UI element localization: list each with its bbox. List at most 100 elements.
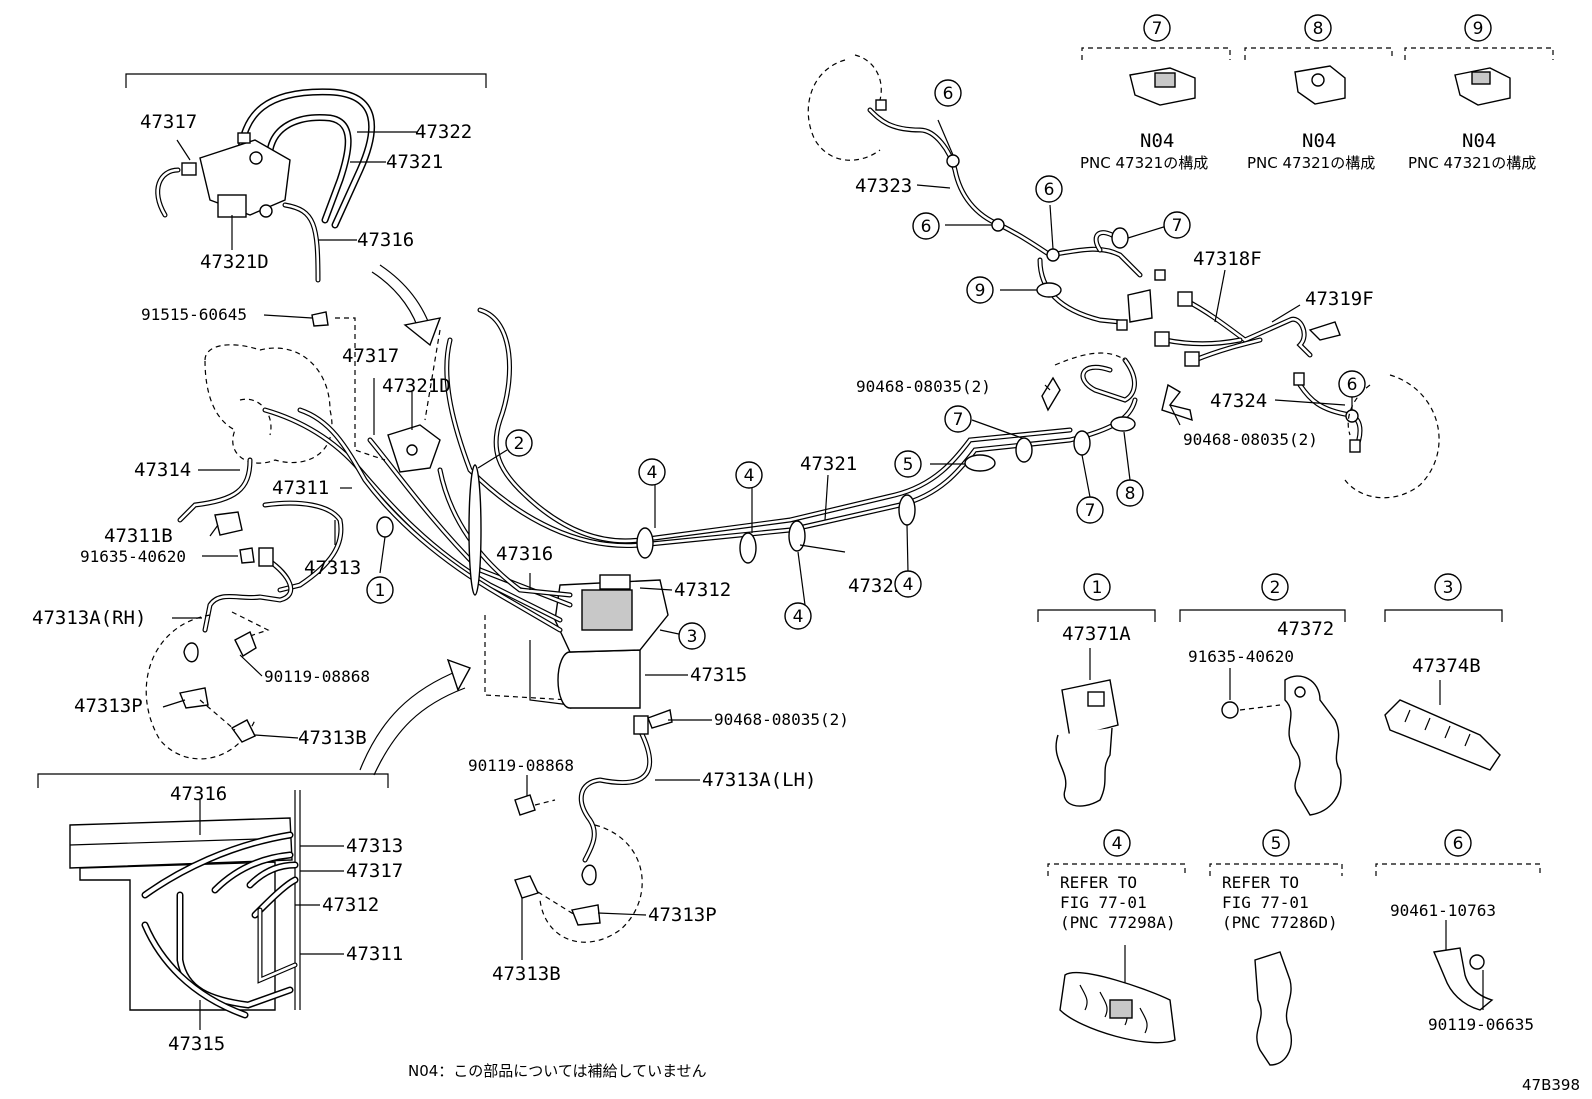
label-47321-top: 47321 [386, 151, 443, 173]
svg-text:4: 4 [903, 575, 914, 595]
callout-6a: 6 [934, 79, 962, 107]
label-47313B-low: 47313B [492, 963, 561, 985]
callout-3: 3 [678, 622, 706, 650]
svg-text:4: 4 [647, 463, 658, 483]
label-47317-mid: 47317 [342, 345, 399, 367]
svg-text:4: 4 [744, 466, 755, 486]
callout-7a: 7 [1163, 211, 1191, 239]
svg-text:8: 8 [1125, 484, 1136, 504]
svg-text:7: 7 [1172, 216, 1183, 236]
top-left-inset: 47317 47322 47321 47316 47321D [125, 73, 487, 283]
label-47313A-RH: 47313A(RH) [32, 607, 146, 629]
label-90119-06635: 90119-06635 [1428, 1015, 1534, 1034]
callouts-main: 1 2 3 4 4 4 4 5 6 6 6 6 7 7 7 8 9 [366, 79, 1366, 650]
label-90468-08035-mid: 90468-08035(2) [714, 710, 849, 729]
label-47315-inset: 47315 [168, 1033, 225, 1055]
kit-4: 4 REFER TO FIG 77-01 (PNC 77298A) [1047, 829, 1186, 1044]
footer-note: N04：この部品については補給していません [408, 1062, 707, 1080]
main-labels: 91515-60645 47317 47321D 47314 47311 473… [32, 175, 1374, 985]
callout-4b: 4 [735, 461, 763, 489]
label-47313P-left: 47313P [74, 695, 143, 717]
kit-3: 3 47374B [1384, 573, 1503, 771]
label-47322-top: 47322 [415, 121, 472, 143]
label-90461-10763: 90461-10763 [1390, 901, 1496, 920]
callout-6d: 6 [1338, 370, 1366, 398]
svg-text:9: 9 [1473, 19, 1484, 39]
label-47371A: 47371A [1062, 623, 1131, 645]
label-47316-mid: 47316 [496, 543, 553, 565]
label-47313P-low: 47313P [648, 904, 717, 926]
callout-7b: 7 [944, 405, 972, 433]
callout-4a: 4 [638, 458, 666, 486]
inset-arrow-top [371, 264, 442, 347]
label-47316-top: 47316 [357, 229, 414, 251]
label-90468-08035-upper: 90468-08035(2) [856, 377, 991, 396]
bottom-left-inset: 47316 47313 47317 47312 47311 47315 [37, 773, 403, 1055]
label-47321D-top: 47321D [200, 251, 269, 273]
callout-9: 9 [966, 276, 994, 304]
label-47322-center: 47322 [848, 575, 905, 597]
callout-4c: 4 [784, 602, 812, 630]
svg-text:5: 5 [903, 455, 914, 475]
svg-text:5: 5 [1271, 834, 1282, 854]
kit-8-desc: PNC 47321の構成 [1247, 154, 1375, 172]
figure-id: 47B398 [1522, 1076, 1580, 1094]
kit-8-code: N04 [1302, 130, 1336, 152]
label-91635-40620-kit: 91635-40620 [1188, 647, 1294, 666]
label-47372: 47372 [1277, 618, 1334, 640]
callout-4d: 4 [894, 570, 922, 598]
label-47312-mid: 47312 [674, 579, 731, 601]
label-47316-inset: 47316 [170, 783, 227, 805]
callout-8: 8 [1116, 479, 1144, 507]
kit-7: 7 N04 PNC 47321の構成 [1080, 14, 1231, 172]
svg-text:1: 1 [1092, 578, 1103, 598]
callout-6c: 6 [1035, 175, 1063, 203]
label-47314: 47314 [134, 459, 191, 481]
label-90468-08035-right: 90468-08035(2) [1183, 430, 1318, 449]
label-47311-inset: 47311 [346, 943, 403, 965]
kit-4-refer-2: FIG 77-01 [1060, 893, 1147, 912]
svg-text:3: 3 [687, 627, 698, 647]
svg-text:9: 9 [975, 281, 986, 301]
svg-text:4: 4 [793, 607, 804, 627]
label-91515-60645: 91515-60645 [141, 305, 247, 324]
kit-7-desc: PNC 47321の構成 [1080, 154, 1208, 172]
label-47311-mid: 47311 [272, 477, 329, 499]
label-47319F: 47319F [1305, 288, 1374, 310]
kit-9-desc: PNC 47321の構成 [1408, 154, 1536, 172]
kit-4-refer-3: (PNC 77298A) [1060, 913, 1176, 932]
label-47321-center: 47321 [800, 453, 857, 475]
kit-9-code: N04 [1462, 130, 1496, 152]
kit-6: 6 90461-10763 90119-06635 [1375, 829, 1541, 1034]
front-assembly [807, 54, 1440, 499]
callout-6b: 6 [912, 212, 940, 240]
label-47318F: 47318F [1193, 248, 1262, 270]
label-47313B-left: 47313B [298, 727, 367, 749]
pipe-clamps [376, 416, 1136, 596]
svg-text:6: 6 [943, 84, 954, 104]
kit-5-refer-3: (PNC 77286D) [1222, 913, 1338, 932]
kit-9: 9 N04 PNC 47321の構成 [1404, 14, 1554, 172]
label-47374B: 47374B [1412, 655, 1481, 677]
callout-7c: 7 [1076, 496, 1104, 524]
label-47312-inset: 47312 [322, 894, 379, 916]
svg-text:8: 8 [1313, 19, 1324, 39]
svg-text:4: 4 [1112, 834, 1123, 854]
kit-5-refer-1: REFER TO [1222, 873, 1299, 892]
kit-1: 1 47371A [1037, 573, 1156, 807]
svg-text:7: 7 [953, 410, 964, 430]
label-47313-inset: 47313 [346, 835, 403, 857]
label-47313A-LH: 47313A(LH) [702, 769, 816, 791]
label-90119-08868-low: 90119-08868 [468, 756, 574, 775]
label-47324: 47324 [1210, 390, 1267, 412]
svg-text:1: 1 [375, 581, 386, 601]
kit-8: 8 N04 PNC 47321の構成 [1244, 14, 1393, 172]
kit-5: 5 REFER TO FIG 77-01 (PNC 77286D) [1209, 829, 1343, 1066]
svg-text:3: 3 [1443, 578, 1454, 598]
label-90119-08868-left: 90119-08868 [264, 667, 370, 686]
label-47323: 47323 [855, 175, 912, 197]
svg-text:6: 6 [1347, 375, 1358, 395]
svg-text:6: 6 [1453, 834, 1464, 854]
